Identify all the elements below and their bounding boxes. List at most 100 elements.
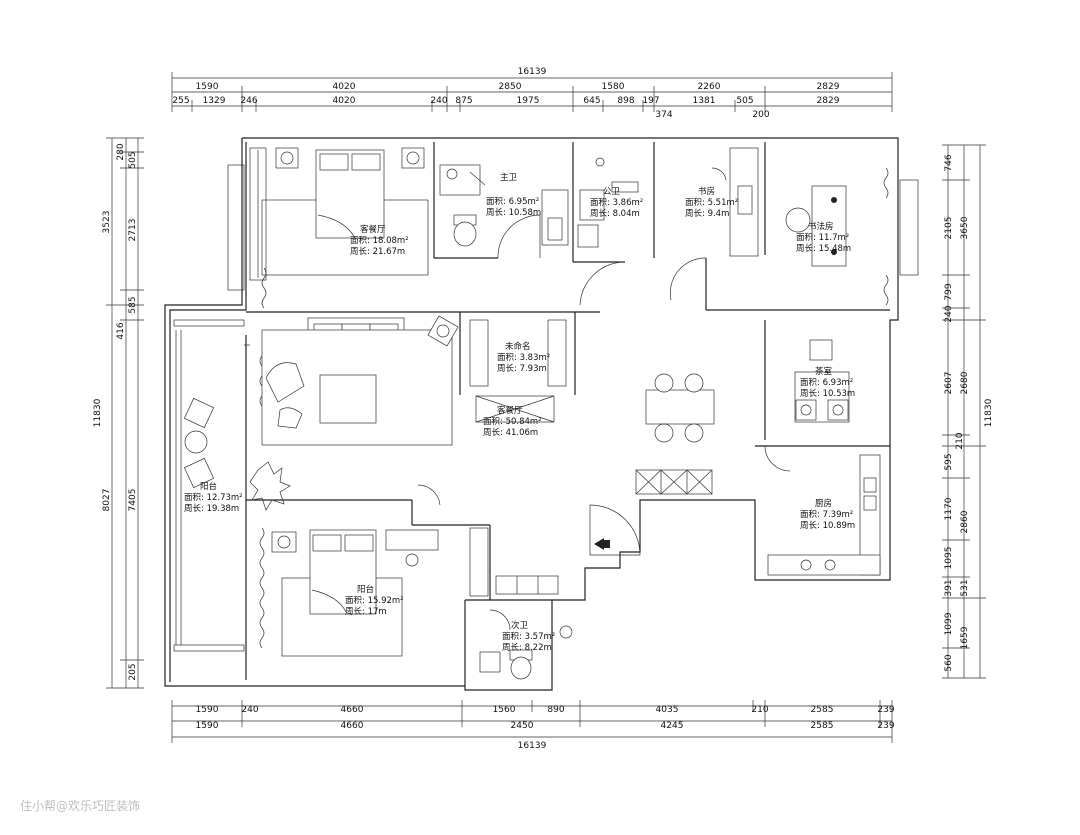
dim-text: 2829 xyxy=(817,96,840,106)
dim-text: 4660 xyxy=(341,705,364,715)
tea-table-icon xyxy=(794,339,850,423)
dim-text: 4245 xyxy=(661,721,684,731)
dim-text: 505 xyxy=(128,151,138,168)
room-label-calligraphy: 书法房 面积: 11.7m² 周长: 15.48m xyxy=(796,221,851,254)
room-area: 面积: 12.73m² xyxy=(184,492,243,503)
dim-text: 1590 xyxy=(196,721,219,731)
dim-text: 255 xyxy=(172,96,189,106)
dim-text: 746 xyxy=(944,154,954,171)
room-label-hall: 客餐厅 面积: 50.84m² 周长: 41.06m xyxy=(483,405,542,438)
room-name: 厨房 xyxy=(815,498,832,509)
dim-text: 595 xyxy=(944,453,954,470)
room-name: 书法房 xyxy=(808,221,834,232)
room-name: 次卫 xyxy=(511,620,529,631)
dim-text: 205 xyxy=(128,663,138,680)
room-area: 面积: 18.08m² xyxy=(350,235,409,246)
cabinet-icon xyxy=(495,575,559,595)
dim-text: 2585 xyxy=(811,721,834,731)
dim-text: 1329 xyxy=(203,96,226,106)
dim-text: 4020 xyxy=(333,82,356,92)
dim-text: 210 xyxy=(955,432,965,449)
nightstand-icon xyxy=(275,147,425,169)
balcony-rail-icon xyxy=(175,330,182,645)
room-area: 面积: 6.93m² xyxy=(800,377,853,388)
dim-text: 1099 xyxy=(944,612,954,635)
dim-text: 1975 xyxy=(517,96,540,106)
toilet-icon xyxy=(509,649,533,680)
nightstand-icon xyxy=(271,531,297,553)
toilet-icon xyxy=(453,214,477,247)
dim-text: 2450 xyxy=(511,721,534,731)
dim-text: 240 xyxy=(944,305,954,322)
dim-text: 585 xyxy=(128,296,138,313)
room-perimeter: 周长: 17m xyxy=(345,606,387,617)
room-label-bedroom-balcony: 阳台 面积: 15.92m² 周长: 17m xyxy=(345,584,404,617)
room-perimeter: 周长: 19.38m xyxy=(184,503,239,514)
dim-text: 2607 xyxy=(944,372,954,395)
dim-text: 875 xyxy=(455,96,472,106)
room-area: 面积: 7.39m² xyxy=(800,509,853,520)
dim-text: 239 xyxy=(877,705,894,715)
room-name: 阳台 xyxy=(200,481,217,492)
dim-left-outer: 3523 11830 8027 xyxy=(93,211,112,512)
wardrobe-icon xyxy=(469,527,489,597)
sink-icon xyxy=(577,157,639,248)
dim-text: 1580 xyxy=(602,82,625,92)
dim-text: 1590 xyxy=(196,705,219,715)
dim-text: 374 xyxy=(655,110,672,120)
dim-top-row3: 374 200 xyxy=(655,110,769,120)
dim-text: 240 xyxy=(430,96,447,106)
dim-left-inner: 280 505 2713 585 416 7405 205 xyxy=(116,143,138,680)
desk-icon xyxy=(711,147,759,257)
room-perimeter: 周长: 15.48m xyxy=(796,243,851,254)
room-area: 面积: 3.86m² xyxy=(590,197,643,208)
room-perimeter: 周长: 10.58m xyxy=(486,207,541,218)
room-perimeter: 周长: 7.93m xyxy=(497,363,547,374)
dimension-ticks xyxy=(106,72,986,743)
dim-text: 2680 xyxy=(960,371,970,394)
room-area: 面积: 5.51m² xyxy=(685,197,738,208)
dim-text: 416 xyxy=(116,322,126,339)
room-perimeter: 周长: 21.67m xyxy=(350,246,405,257)
dim-text: 4660 xyxy=(341,721,364,731)
dim-top-total: 16139 xyxy=(518,67,547,77)
dim-text: 239 xyxy=(877,721,894,731)
dim-text: 799 xyxy=(944,283,954,300)
bed-icon xyxy=(281,529,403,657)
watermark: 住小帮@欢乐巧匠装饰 xyxy=(20,798,140,813)
dim-text: 890 xyxy=(547,705,564,715)
room-name: 客餐厅 xyxy=(360,224,386,235)
room-area: 面积: 50.84m² xyxy=(483,416,542,427)
dim-text: 505 xyxy=(736,96,753,106)
dim-text: 1095 xyxy=(944,547,954,570)
dim-text: 197 xyxy=(642,96,659,106)
cabinet-icon xyxy=(635,469,713,495)
shower-icon xyxy=(439,164,486,196)
room-name: 阳台 xyxy=(357,584,374,595)
dim-text: 7405 xyxy=(128,489,138,512)
dim-text: 1659 xyxy=(960,626,970,649)
dim-bottom-row1: 1590 240 4660 1560 890 4035 210 2585 239 xyxy=(196,705,895,715)
room-name: 公卫 xyxy=(603,187,621,197)
cabinet-icon xyxy=(469,319,567,387)
lounge-chair-icon xyxy=(183,397,215,489)
room-label-public-bath: 公卫 面积: 3.86m² 周长: 8.04m xyxy=(590,187,643,219)
room-name: 客餐厅 xyxy=(497,405,523,416)
room-name: 书房 xyxy=(698,186,715,197)
dim-right-inner: 746 2105 799 240 2607 210 595 1170 1095 … xyxy=(944,154,965,671)
dim-bottom-total: 16139 xyxy=(518,741,547,751)
dim-text: 2829 xyxy=(817,82,840,92)
dim-text: 1560 xyxy=(493,705,516,715)
dim-text: 2850 xyxy=(499,82,522,92)
dim-text: 11830 xyxy=(984,398,994,427)
walls xyxy=(164,137,899,691)
dim-text: 531 xyxy=(960,579,970,596)
room-area: 面积: 3.83m² xyxy=(497,352,550,363)
dim-text: 1170 xyxy=(944,497,954,520)
room-label-master-bath: 主卫 面积: 6.95m² 周长: 10.58m xyxy=(486,172,541,218)
dim-text: 4035 xyxy=(656,705,679,715)
room-label-living-dining: 客餐厅 面积: 18.08m² 周长: 21.67m xyxy=(350,224,409,257)
room-label-tea-room: 茶室 面积: 6.93m² 周长: 10.53m xyxy=(800,366,855,399)
dim-text: 3523 xyxy=(102,211,112,234)
